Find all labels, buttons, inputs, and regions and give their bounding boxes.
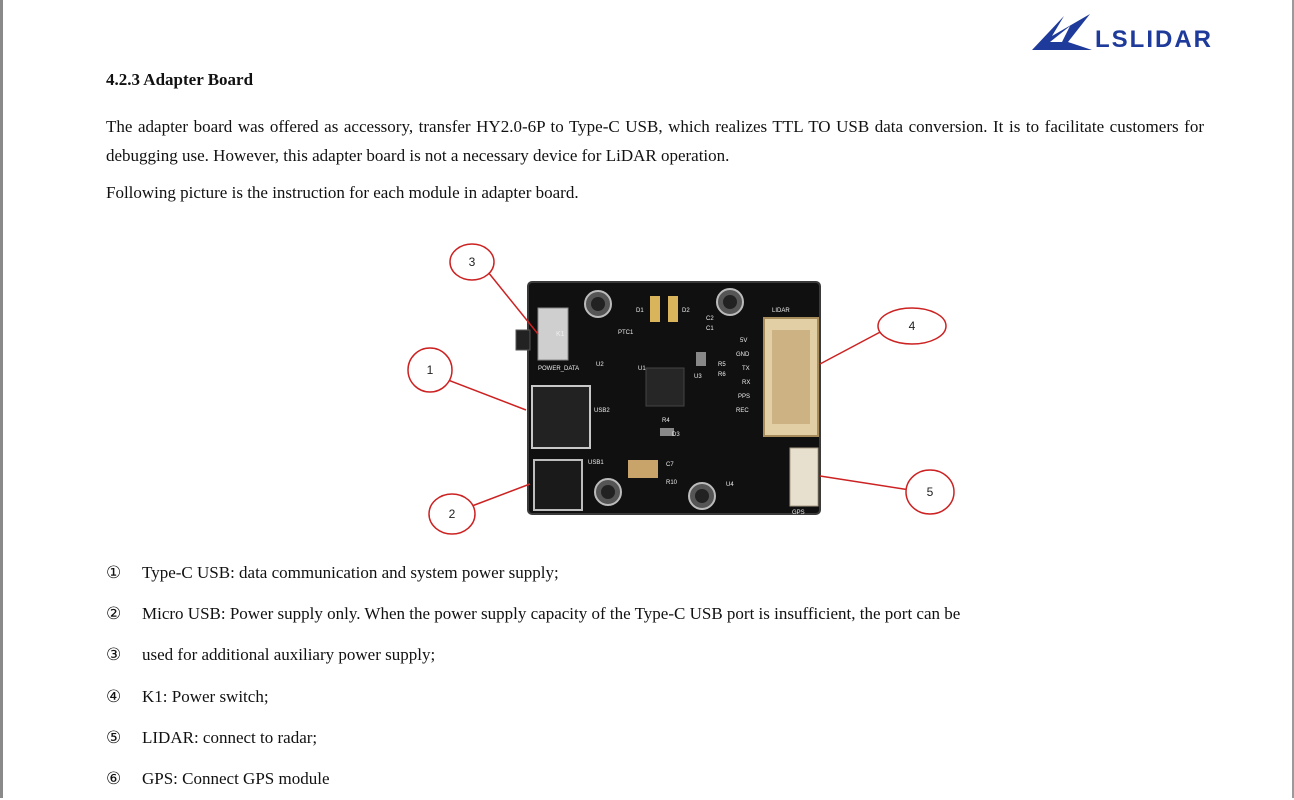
list-item-text: Micro USB: Power supply only. When the p… (142, 603, 961, 623)
list-item: ① Type-C USB: data communication and sys… (106, 552, 960, 593)
svg-text:U2: U2 (596, 362, 604, 368)
svg-text:5V: 5V (740, 338, 747, 344)
list-marker: ② (106, 603, 122, 624)
logo-text: LSLIDAR (1095, 26, 1213, 53)
list-item-text: LIDAR: connect to radar; (142, 727, 318, 747)
callout-1 (407, 347, 453, 393)
svg-text:USB1: USB1 (588, 460, 604, 466)
micro-usb-port (533, 459, 583, 511)
list-item: ③ used for additional auxiliary power su… (106, 635, 960, 676)
callout-4-label: 4 (909, 319, 916, 333)
svg-text:RX: RX (742, 380, 750, 386)
callout-3 (449, 243, 495, 281)
svg-text:U4: U4 (726, 482, 734, 488)
svg-text:TX: TX (742, 366, 750, 372)
svg-text:C2: C2 (706, 316, 714, 322)
list-item: ⑥ GPS: Connect GPS module (106, 758, 960, 799)
lslidar-logo: LSLIDAR (1030, 12, 1230, 56)
callout-4 (877, 307, 947, 345)
svg-text:K1: K1 (556, 331, 565, 338)
svg-text:GPS: GPS (792, 510, 805, 516)
svg-text:C1: C1 (706, 326, 714, 332)
svg-text:R4: R4 (662, 418, 670, 424)
svg-text:R10: R10 (666, 480, 678, 486)
list-item: ④ K1: Power switch; (106, 676, 960, 717)
svg-text:D2: D2 (682, 308, 690, 314)
section-heading: 4.2.3 Adapter Board (106, 70, 254, 89)
svg-text:LIDAR: LIDAR (772, 308, 790, 314)
gps-connector (789, 447, 819, 507)
list-item: ⑤ LIDAR: connect to radar; (106, 717, 960, 758)
adapter-board-figure: K1 POWER_DATA USB2 USB1 D1 D2 PTC1 U2 U1… (400, 238, 960, 538)
page-left-border (0, 0, 3, 798)
module-list: ① Type-C USB: data communication and sys… (106, 552, 960, 800)
list-item-text: GPS: Connect GPS module (142, 769, 330, 789)
type-c-usb-port (531, 385, 591, 449)
svg-text:C7: C7 (666, 462, 674, 468)
logo-mark-icon (1032, 14, 1092, 50)
svg-text:U3: U3 (694, 374, 702, 380)
list-marker: ① (106, 562, 122, 583)
list-item-text: K1: Power switch; (142, 686, 269, 706)
callout-5 (905, 469, 955, 515)
svg-text:REC: REC (736, 408, 749, 414)
main-chip (645, 367, 685, 407)
list-item: ② Micro USB: Power supply only. When the… (106, 593, 960, 634)
svg-text:R6: R6 (718, 372, 726, 378)
list-item-text: Type-C USB: data communication and syste… (142, 562, 559, 582)
svg-text:D1: D1 (636, 308, 644, 314)
svg-text:PTC1: PTC1 (618, 330, 634, 336)
callout-1-label: 1 (427, 363, 434, 377)
svg-text:R5: R5 (718, 362, 726, 368)
callout-2-label: 2 (449, 507, 456, 521)
callout-3-label: 3 (469, 255, 476, 269)
paragraph-figure-intro: Following picture is the instruction for… (106, 183, 579, 202)
adapter-board-diagram: K1 POWER_DATA USB2 USB1 D1 D2 PTC1 U2 U1… (407, 243, 955, 535)
callout-5-label: 5 (927, 485, 934, 499)
paragraph-intro: The adapter board was offered as accesso… (106, 117, 1204, 165)
power-switch-k1 (537, 307, 569, 361)
list-item-text: used for additional auxiliary power supp… (142, 645, 436, 665)
list-marker: ③ (106, 645, 122, 666)
callout-2 (428, 493, 476, 535)
svg-text:PPS: PPS (738, 394, 750, 400)
list-marker: ⑤ (106, 727, 122, 748)
svg-text:U1: U1 (638, 366, 646, 372)
svg-text:USB2: USB2 (594, 408, 610, 414)
svg-text:D3: D3 (672, 432, 680, 438)
list-marker: ⑥ (106, 769, 122, 790)
svg-text:GND: GND (736, 352, 750, 358)
page-right-border (1292, 0, 1294, 798)
svg-text:POWER_DATA: POWER_DATA (538, 366, 579, 372)
list-marker: ④ (106, 686, 122, 707)
